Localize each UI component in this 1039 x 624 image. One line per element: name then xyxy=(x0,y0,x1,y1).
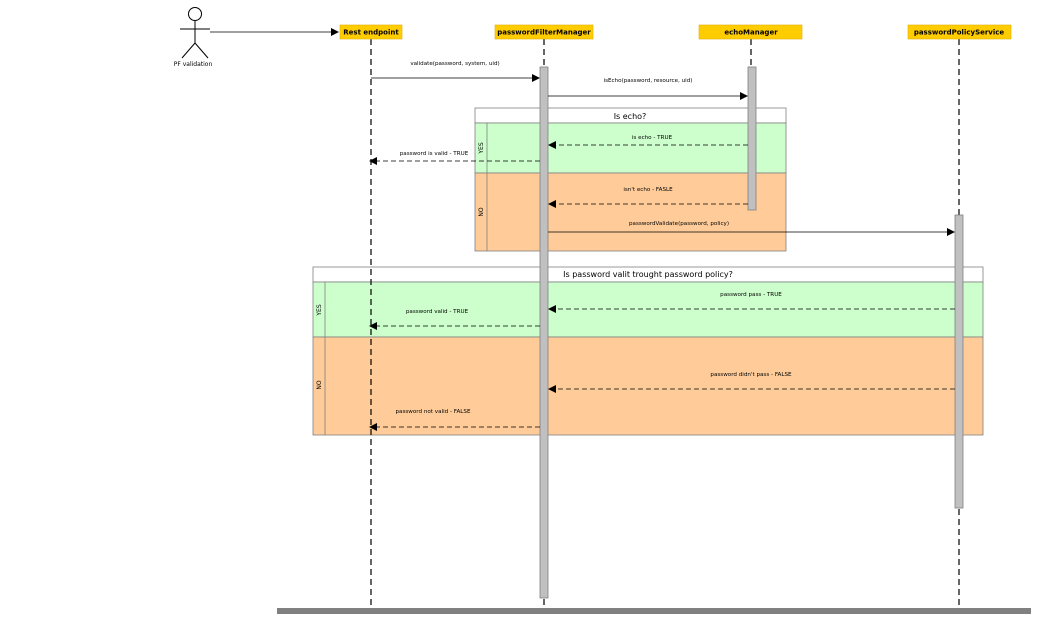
branch-label-yes: YES xyxy=(478,142,485,154)
frame-is-echo: Is echo? YES NO xyxy=(474,107,787,252)
frame-title: Is password valit trought password polic… xyxy=(563,270,733,279)
message-isnt-echo-false: isn't echo - FASLE xyxy=(548,187,748,208)
activation-echo-manager xyxy=(747,66,757,211)
message-is-echo-true: is echo - TRUE xyxy=(548,135,748,149)
message-is-echo: isEcho(password, resource, uid) xyxy=(548,78,748,100)
message-label: isn't echo - FASLE xyxy=(623,187,673,193)
branch-label-no: NO xyxy=(478,207,485,216)
participant-label: Rest endpoint xyxy=(343,29,399,37)
message-password-validate: passwordValidate(password, policy) xyxy=(548,221,955,236)
stick-figure-icon xyxy=(180,7,210,59)
message-label: is echo - TRUE xyxy=(632,135,673,141)
message-label: isEcho(password, resource, uid) xyxy=(604,78,693,84)
participant-box xyxy=(339,24,403,40)
frame-title: Is echo? xyxy=(614,112,647,121)
message-password-not-valid-false: password not valid - FALSE xyxy=(369,409,540,431)
participant-label: passwordPolicyService xyxy=(914,29,1005,37)
message-label: password is valid - TRUE xyxy=(400,151,469,157)
branch-yes xyxy=(474,122,787,174)
message-label: passwordValidate(password, policy) xyxy=(629,221,729,227)
message-validate: validate(password, system, uid) xyxy=(371,61,540,82)
participant-label: passwordFilterManager xyxy=(497,29,591,37)
message-password-valid-true: password valid - TRUE xyxy=(369,309,540,330)
participant-box xyxy=(698,24,803,40)
branch-no xyxy=(474,172,787,252)
message-label: password didn't pass - FALSE xyxy=(710,372,792,378)
frame-password-policy: Is password valit trought password polic… xyxy=(312,266,984,436)
message-label: password not valid - FALSE xyxy=(396,409,471,415)
message-password-didnt-pass-false: password didn't pass - FALSE xyxy=(548,372,955,393)
participant-box xyxy=(907,24,1012,40)
participant-echo-manager: echoManager xyxy=(698,24,803,40)
activation-password-filter-manager xyxy=(539,66,549,599)
activation-password-policy-service xyxy=(954,214,964,509)
message-label: validate(password, system, uid) xyxy=(410,61,499,67)
participant-box xyxy=(494,24,594,40)
branch-no xyxy=(312,336,984,436)
participant-label: echoManager xyxy=(724,29,778,37)
participant-password-filter-manager: passwordFilterManager xyxy=(494,24,594,40)
message-password-is-valid-true: password is valid - TRUE xyxy=(369,151,540,165)
branch-yes xyxy=(312,281,984,338)
message-label: password valid - TRUE xyxy=(406,309,469,315)
message-label: password pass - TRUE xyxy=(720,292,782,298)
participant-password-policy-service: passwordPolicyService xyxy=(907,24,1012,40)
baseline-bar xyxy=(277,608,1031,614)
messages: validate(password, system, uid) isEcho(p… xyxy=(369,61,955,431)
branch-label-no: NO xyxy=(316,380,323,389)
branch-label-yes: YES xyxy=(316,304,323,316)
actor-label: PF validation xyxy=(174,61,213,68)
actor: PF validation xyxy=(174,7,339,68)
message-password-pass-true: password pass - TRUE xyxy=(548,292,955,313)
participant-rest-endpoint: Rest endpoint xyxy=(339,24,403,40)
